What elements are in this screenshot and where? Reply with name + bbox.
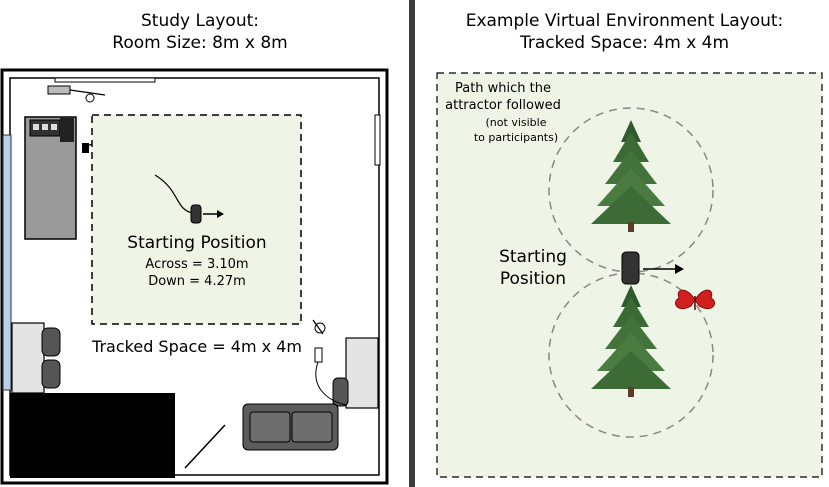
note-line1: (not visible (486, 116, 547, 129)
butterfly-icon (675, 289, 715, 310)
desk-right (345, 337, 379, 409)
across-label: Across = 3.10m (145, 257, 248, 272)
virtual-layout-title-line2: Tracked Space: 4m x 4m (519, 33, 730, 53)
base-station-top (85, 93, 95, 103)
door-line (184, 424, 226, 469)
study-layout-title-line1: Study Layout: (140, 11, 259, 31)
panel-divider (409, 0, 415, 487)
counter-block (10, 393, 175, 478)
virtual-starting-line2: Position (500, 269, 566, 289)
virtual-layout-title-line1: Example Virtual Environment Layout: (465, 11, 784, 31)
study-layout-title: Study Layout: Room Size: 8m x 8m (0, 10, 400, 54)
room-plan: Starting Position Across = 3.10m Down = … (0, 68, 389, 485)
virtual-layout-title: Example Virtual Environment Layout: Trac… (420, 10, 829, 54)
virtual-starting-line1: Starting (499, 247, 567, 267)
path-label-line1: Path which the (455, 81, 551, 96)
tracked-space-label: Tracked Space = 4m x 4m (91, 337, 302, 356)
window-top (54, 77, 156, 83)
base-station-bottom (314, 322, 326, 334)
right-wall-door (374, 114, 381, 166)
starting-position-label: Starting Position (127, 233, 266, 253)
headset-icon (621, 251, 640, 285)
virtual-environment: Path which the attractor followed (not v… (436, 72, 823, 478)
couch-icon (242, 403, 339, 451)
chair-right (332, 377, 349, 407)
sensor-mount (47, 85, 71, 95)
window-left (2, 134, 12, 391)
path-label-line2: attractor followed (445, 98, 561, 113)
note-line2: to participants) (474, 131, 558, 144)
study-layout-title-line2: Room Size: 8m x 8m (112, 33, 288, 53)
room-outer-wall (0, 68, 389, 485)
chair-icon (11, 322, 61, 394)
headset-icon (190, 204, 202, 224)
down-label: Down = 4.27m (148, 274, 246, 289)
